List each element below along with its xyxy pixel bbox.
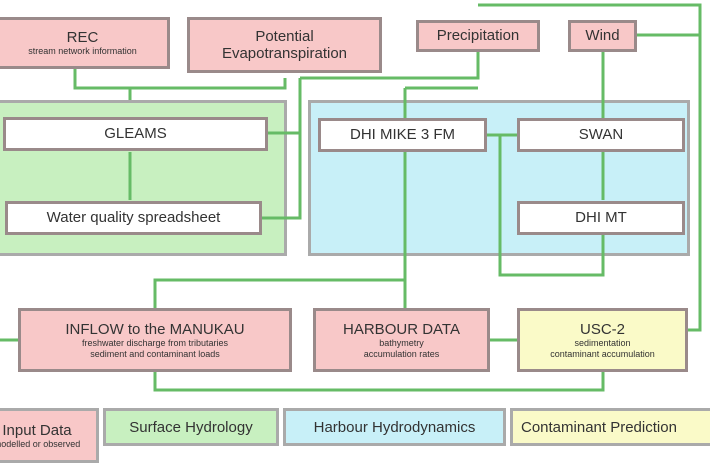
pet-title: Potential [255, 27, 314, 45]
dhi-mt-box: DHI MT [517, 201, 685, 235]
precipitation-box: Precipitation [416, 20, 540, 52]
harbour-data-sub2: accumulation rates [363, 348, 440, 359]
water-quality-title: Water quality spreadsheet [46, 209, 221, 227]
connector [262, 78, 302, 220]
connector [153, 372, 605, 392]
swan-title: SWAN [578, 126, 624, 144]
connector [478, 3, 702, 37]
legend-input-label: Input Data [2, 422, 72, 439]
rec-subtitle: stream network information [28, 46, 137, 57]
gleams-box: GLEAMS [3, 117, 268, 151]
connector [73, 68, 287, 90]
usc2-sub1: sedimentation [574, 338, 631, 349]
water-quality-box: Water quality spreadsheet [5, 201, 262, 235]
legend-input-data: Input Data modelled or observed [0, 408, 99, 463]
mike-title: DHI MIKE 3 FM [349, 126, 455, 144]
usc2-title: USC-2 [579, 321, 625, 339]
swan-box: SWAN [517, 118, 685, 152]
legend-contaminant-label: Contaminant Prediction [521, 418, 677, 436]
connector [403, 86, 478, 118]
usc2-sub2: contaminant accumulation [550, 348, 655, 359]
legend-contaminant-prediction: Contaminant Prediction [510, 408, 710, 446]
harbour-data-box: HARBOUR DATA bathymetry accumulation rat… [313, 308, 490, 372]
connector [153, 278, 405, 308]
connector [688, 35, 702, 332]
legend-surface-hydrology: Surface Hydrology [103, 408, 279, 446]
precipitation-title: Precipitation [436, 27, 520, 45]
legend-harbour-label: Harbour Hydrodynamics [313, 418, 476, 436]
dhi-mt-title: DHI MT [575, 209, 627, 227]
inflow-sub2: sediment and contaminant loads [90, 348, 220, 359]
harbour-data-sub1: bathymetry [379, 338, 424, 349]
gleams-title: GLEAMS [104, 125, 167, 143]
legend-harbour-hydrodynamics: Harbour Hydrodynamics [283, 408, 506, 446]
inflow-sub1: freshwater discharge from tributaries [81, 338, 229, 349]
mike-box: DHI MIKE 3 FM [318, 118, 487, 152]
connector [498, 135, 605, 277]
legend-surface-label: Surface Hydrology [129, 418, 253, 436]
usc2-box: USC-2 sedimentation contaminant accumula… [517, 308, 688, 372]
rec-box: REC stream network information [0, 17, 170, 69]
pet-title-2: Evapotranspiration [221, 45, 348, 62]
harbour-data-title: HARBOUR DATA [343, 321, 460, 339]
pet-box: Potential Evapotranspiration [187, 17, 382, 73]
wind-box: Wind [568, 20, 637, 52]
rec-title: REC [66, 29, 99, 47]
inflow-title: INFLOW to the MANUKAU [65, 321, 245, 339]
wind-title: Wind [585, 27, 620, 45]
connector [300, 52, 480, 80]
legend-input-sub: modelled or observed [0, 439, 81, 449]
inflow-box: INFLOW to the MANUKAU freshwater dischar… [18, 308, 292, 372]
